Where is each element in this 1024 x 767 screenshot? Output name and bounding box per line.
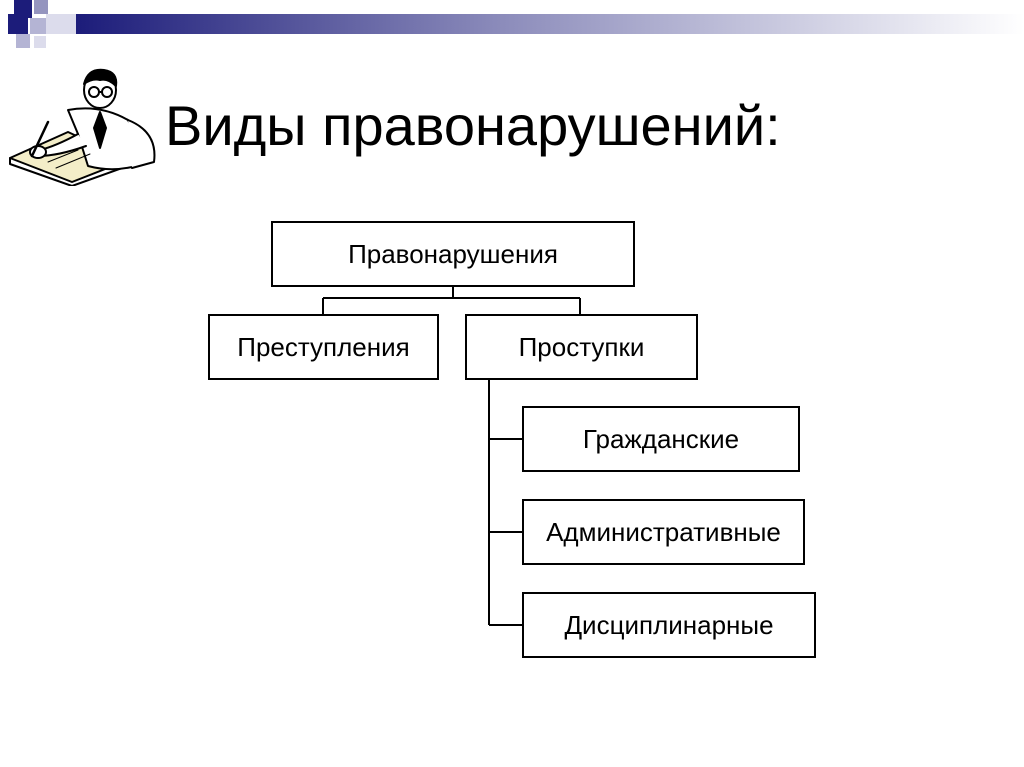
node-disciplinary: Дисциплинарные [522, 592, 816, 658]
node-civil: Гражданские [522, 406, 800, 472]
scholar-writing-icon [9, 68, 156, 186]
node-crimes-label: Преступления [237, 331, 410, 362]
node-offenses-label: Правонарушения [348, 238, 558, 269]
page-title: Виды правонарушений: [165, 94, 781, 157]
node-misdemeanors: Проступки [465, 314, 698, 380]
node-misdemeanors-label: Проступки [518, 331, 645, 362]
node-offenses: Правонарушения [271, 221, 635, 287]
node-civil-label: Гражданские [582, 423, 740, 454]
node-disciplinary-label: Дисциплинарные [564, 609, 774, 640]
header-decoration [0, 0, 1024, 52]
node-administrative-label: Административные [546, 516, 781, 547]
node-administrative: Административные [522, 499, 805, 565]
node-crimes: Преступления [208, 314, 439, 380]
